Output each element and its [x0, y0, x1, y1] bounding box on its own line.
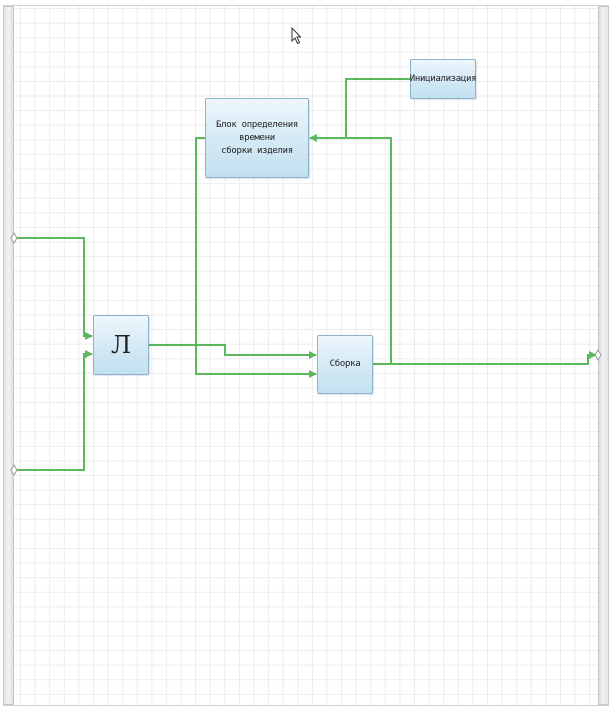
wire-input-top — [14, 237, 93, 340]
wire-time-to-assembly — [195, 137, 317, 378]
block-assembly-label: Сборка — [329, 359, 361, 369]
left-ruler — [3, 6, 14, 705]
port-diamond-icon — [10, 232, 18, 244]
port-diamond-icon — [10, 464, 18, 476]
bottom-border — [3, 705, 609, 706]
mouse-cursor-icon — [291, 27, 301, 45]
block-initialization[interactable]: Инициализация — [409, 59, 477, 99]
top-border — [3, 5, 609, 6]
block-l-label: Л — [110, 330, 132, 359]
block-assembly-time-label-1: Блок определения времени — [216, 119, 298, 143]
port-diamond-icon — [594, 349, 602, 361]
wire-input-bottom — [14, 350, 93, 471]
wire-output — [373, 351, 597, 365]
wire-feedback — [346, 137, 392, 365]
block-l[interactable]: Л — [93, 315, 149, 375]
block-assembly-time[interactable]: Блок определения времени сборки изделия — [205, 98, 309, 178]
wire-init-to-time — [309, 78, 410, 142]
block-assembly-time-text: Блок определения времени сборки изделия — [206, 119, 308, 158]
block-assembly[interactable]: Сборка — [317, 335, 373, 394]
block-initialization-label: Инициализация — [409, 73, 477, 84]
block-assembly-time-label-2: сборки изделия — [221, 145, 293, 156]
wire-l-to-assembly — [149, 344, 317, 359]
